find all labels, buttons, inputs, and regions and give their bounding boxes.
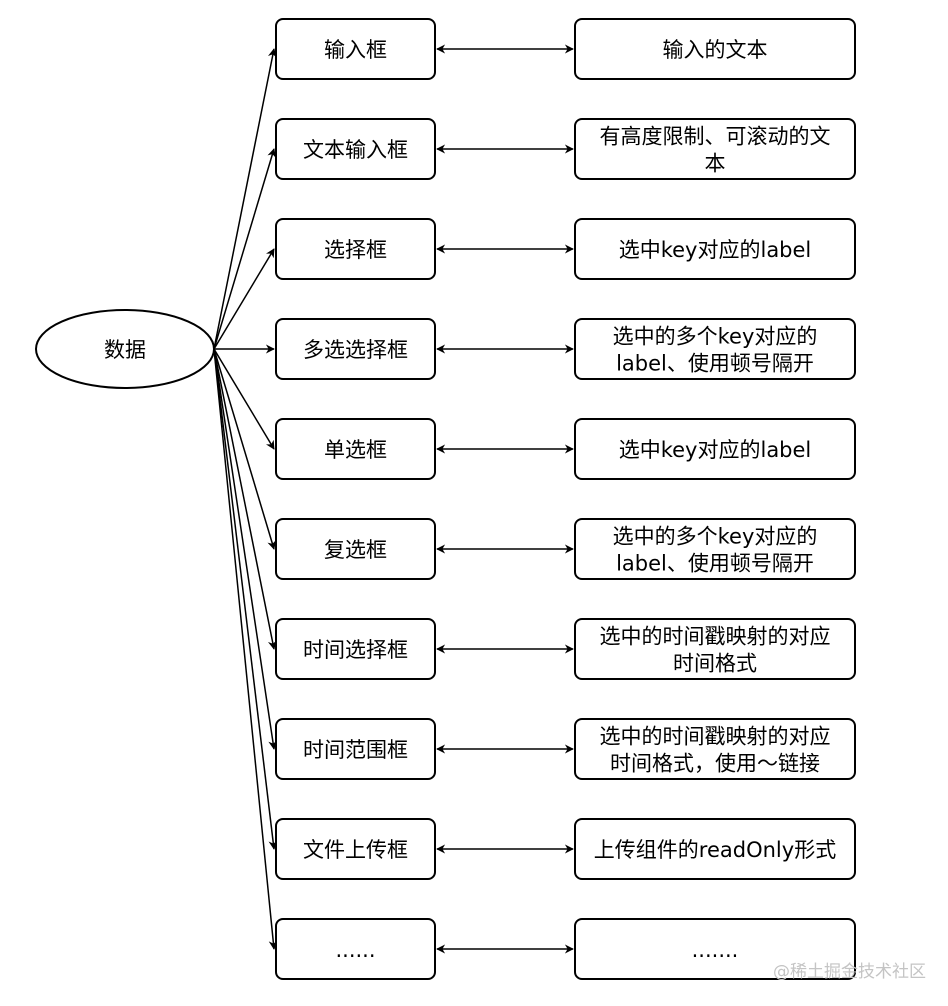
watermark: @稀土掘金技术社区 [773,962,926,982]
display-node: 上传组件的readOnly形式 [574,818,856,880]
control-box [275,18,436,80]
display-box [574,418,856,480]
display-node: 选中key对应的label [574,218,856,280]
display-box [574,318,856,380]
edge-root-to-control [213,248,275,350]
control-label: 文件上传框 [303,838,408,862]
root-node: 数据 [35,309,215,389]
edge-root-to-control [213,348,275,450]
control-box [275,118,436,180]
root-ellipse [35,309,215,389]
edge-root-to-control [213,348,278,950]
edge-root-to-control [213,348,278,750]
control-label: 选择框 [324,238,387,262]
display-label: 时间格式 [673,652,757,676]
control-box [275,718,436,780]
display-label: label、使用顿号隔开 [616,552,814,576]
control-label: 复选框 [324,538,387,562]
display-label: 上传组件的readOnly形式 [594,838,836,862]
control-box [275,318,436,380]
control-label: 单选框 [324,438,387,462]
control-label: ...... [335,938,375,962]
display-box [574,218,856,280]
display-label: 选中的多个key对应的 [613,325,818,349]
display-label: 选中的多个key对应的 [613,525,818,549]
display-label: 选中的时间戳映射的对应 [600,725,831,749]
display-label: 选中的时间戳映射的对应 [600,625,831,649]
display-box [574,18,856,80]
control-box [275,218,436,280]
display-label: 时间格式，使用～链接 [610,752,820,776]
control-node: 单选框 [275,418,436,480]
edge-root-to-control [213,348,277,650]
control-box [275,818,436,880]
display-box [574,718,856,780]
display-box [574,918,856,980]
control-label: 多选选择框 [303,338,408,362]
edge-root-to-control [213,348,276,550]
control-label: 文本输入框 [303,138,408,162]
control-label: 输入框 [324,38,387,62]
control-label: 时间选择框 [303,638,408,662]
display-node: 选中的多个key对应的 label、使用顿号隔开 [574,318,856,380]
display-label: 本 [705,152,726,176]
display-label: 有高度限制、可滚动的文 [600,125,831,149]
display-node: 输入的文本 [574,18,856,80]
display-box [574,618,856,680]
edge-root-to-control [213,348,278,850]
control-label: 时间范围框 [303,738,408,762]
display-label: 输入的文本 [663,38,768,62]
control-box [275,418,436,480]
display-box [574,518,856,580]
nodes: 数据 输入框输入的文本文本输入框有高度限制、可滚动的文本选择框选中key对应的l… [35,18,856,980]
edge-root-to-control [213,148,276,350]
display-label: label、使用顿号隔开 [616,352,814,376]
edge-root-to-control [213,48,277,350]
control-node: 时间范围框 [275,718,436,780]
display-label: ....... [692,938,739,962]
control-box [275,618,436,680]
display-label: 选中key对应的label [619,438,812,462]
display-node: ....... [574,918,856,980]
display-node: 选中key对应的label [574,418,856,480]
control-box [275,518,436,580]
control-node: 输入框 [275,18,436,80]
control-box [275,918,436,980]
edges [213,44,574,954]
display-box [574,818,856,880]
control-node: 选择框 [275,218,436,280]
control-node: 时间选择框 [275,618,436,680]
control-node: 文件上传框 [275,818,436,880]
display-node: 选中的多个key对应的 label、使用顿号隔开 [574,518,856,580]
control-node: ...... [275,918,436,980]
root-label: 数据 [104,338,146,362]
control-node: 复选框 [275,518,436,580]
control-node: 多选选择框 [275,318,436,380]
control-node: 文本输入框 [275,118,436,180]
display-box [574,118,856,180]
display-label: 选中key对应的label [619,238,812,262]
